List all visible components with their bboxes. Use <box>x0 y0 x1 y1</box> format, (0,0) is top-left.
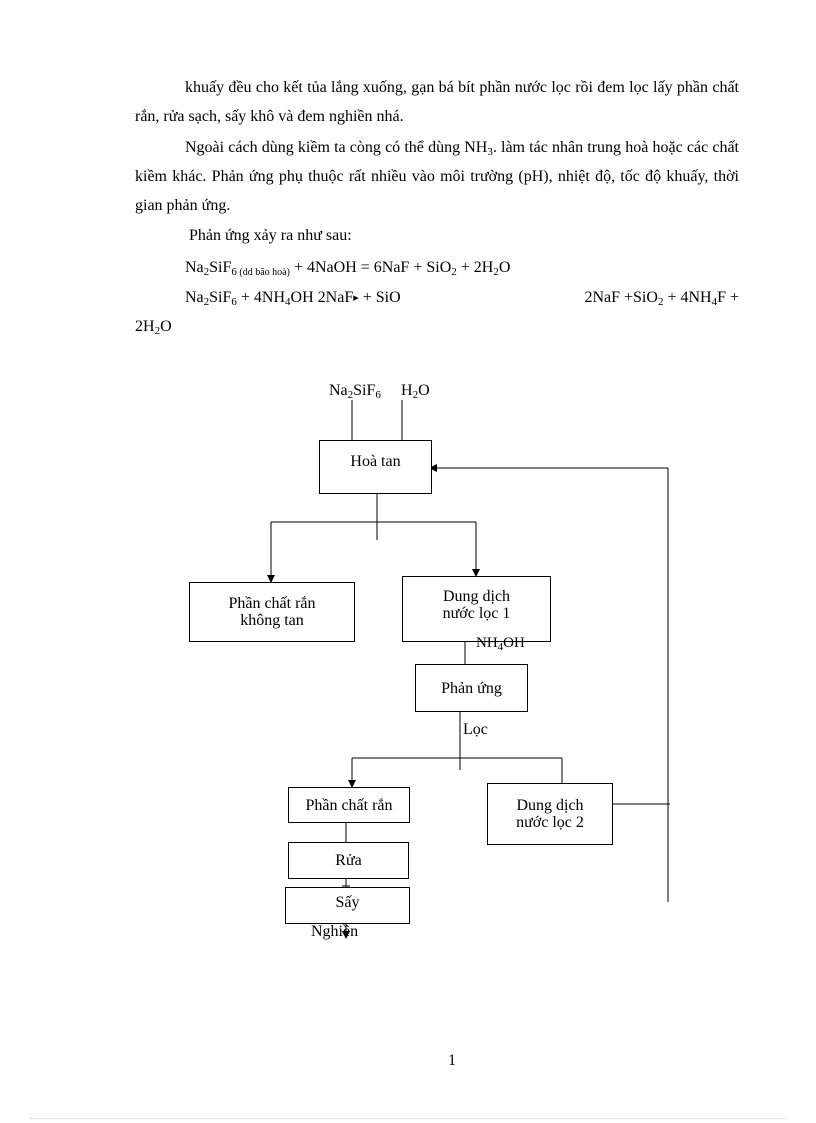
paragraph-3-text: Phản ứng xảy ra như sau: <box>189 227 352 244</box>
flow-box-label: nước lọc 1 <box>442 605 511 622</box>
flow-input-na2sif6: Na2SiF6 <box>329 382 381 401</box>
flow-input-text: O <box>418 382 430 399</box>
flow-label-text: Nghiền <box>311 923 359 940</box>
flow-box-phan-ung: Phản ứng <box>415 664 528 712</box>
eq1-part: Na <box>185 259 204 276</box>
eq1-part: + 4NaOH = 6NaF + SiO <box>289 259 452 276</box>
eq2-part: SiF <box>209 289 232 306</box>
flow-box-label: nước lọc 2 <box>516 814 584 831</box>
eq2-part: 2H <box>135 318 155 335</box>
flow-box-label: Dung dịch <box>442 588 511 605</box>
eq2-sub: 2 <box>203 296 210 308</box>
flow-label-loc: Lọc <box>463 721 488 739</box>
flow-box-phan-chat-ran: Phần chất rắn <box>288 787 410 823</box>
eq2-sub: 2 <box>657 296 664 308</box>
paragraph-1-text: khuấy đều cho kết tủa lắng xuống, gạn bá… <box>135 79 739 125</box>
flow-box-label: Dung dịch <box>516 797 584 814</box>
eq2-part: 2NaF +SiO <box>584 289 658 306</box>
flow-box-rua: Rửa <box>288 842 409 879</box>
eq1-part: O <box>498 259 511 276</box>
paragraph-3: Phản ứng xảy ra như sau: <box>189 227 352 245</box>
flow-label-sub: 4 <box>497 641 504 653</box>
flow-label-nghien: Nghiền <box>311 923 358 941</box>
eq2-arrow-icon: ▸ <box>353 292 359 304</box>
flow-label-text: OH <box>503 635 525 651</box>
eq1-note: (dd bão hoà) <box>236 267 290 278</box>
equation-1: Na2SiF6 (dd bão hoà) + 4NaOH = 6NaF + Si… <box>185 259 511 278</box>
eq1-sub: 6 <box>231 266 237 278</box>
flow-box-label: không tan <box>240 612 304 629</box>
eq2-sub: 4 <box>285 296 291 308</box>
eq2-part: Na <box>185 289 204 306</box>
eq1-part: + 2H <box>456 259 494 276</box>
flow-label-text: NH <box>476 635 498 651</box>
eq1-sub: 2 <box>451 266 457 278</box>
eq2-part: + 4NH <box>663 289 712 306</box>
paragraph-1: khuấy đều cho kết tủa lắng xuống, gạn bá… <box>135 73 739 131</box>
flow-input-text: Na <box>329 382 348 399</box>
eq2-part: OH 2NaF <box>290 289 354 306</box>
eq2-part: F + <box>717 289 739 306</box>
flow-box-label: Phần chất rắn <box>228 595 316 612</box>
eq2-part: O <box>160 318 172 335</box>
flow-input-text: SiF <box>353 382 376 399</box>
eq1-sub: 2 <box>493 266 499 278</box>
equation-2: Na2SiF6 + 4NH4OH 2NaF▸ + SiO <box>185 289 401 308</box>
flow-input-sub: 6 <box>375 389 381 401</box>
paragraph-2-end: . làm tác nhân trung hoà hoặc các chất k… <box>135 139 739 214</box>
flow-box-hoa-tan: Hoà tan <box>319 440 432 494</box>
flow-box-label: Hoà tan <box>350 452 401 470</box>
flow-label-text: Lọc <box>463 721 488 738</box>
eq1-part: SiF <box>209 259 232 276</box>
equation-2-right: 2NaF +SiO2 + 4NH4F + <box>530 289 739 308</box>
flow-box-label: Phần chất rắn <box>305 796 393 814</box>
flow-box-label: Rửa <box>335 852 362 869</box>
page-number: 1 <box>448 1052 456 1069</box>
flow-label-nh4oh: NH4OH <box>476 635 525 653</box>
eq2-part: + 4NH <box>236 289 286 306</box>
flow-box-say: Sấy <box>285 887 410 924</box>
flow-input-h2o: H2O <box>401 382 430 401</box>
page-bottom-divider <box>30 1118 786 1119</box>
paragraph-2: Ngoài cách dùng kiềm ta còng có thể dùng… <box>135 133 739 220</box>
flow-input-sub: 2 <box>412 389 419 401</box>
equation-2-cont: 2H2O <box>135 318 172 337</box>
eq2-sub: 6 <box>231 296 237 308</box>
eq1-sub: 2 <box>203 266 210 278</box>
flow-box-label: Phản ứng <box>441 679 502 697</box>
flow-box-label: Sấy <box>335 894 360 911</box>
paragraph-2-sub: 3 <box>487 146 493 158</box>
flow-input-sub: 2 <box>347 389 354 401</box>
paragraph-2-start: Ngoài cách dùng kiềm ta còng có thể dùng… <box>185 139 488 156</box>
flow-input-text: H <box>401 382 413 399</box>
eq2-sub: 4 <box>711 296 718 308</box>
eq2-part: + SiO <box>358 289 401 306</box>
eq2-sub: 2 <box>154 325 161 337</box>
